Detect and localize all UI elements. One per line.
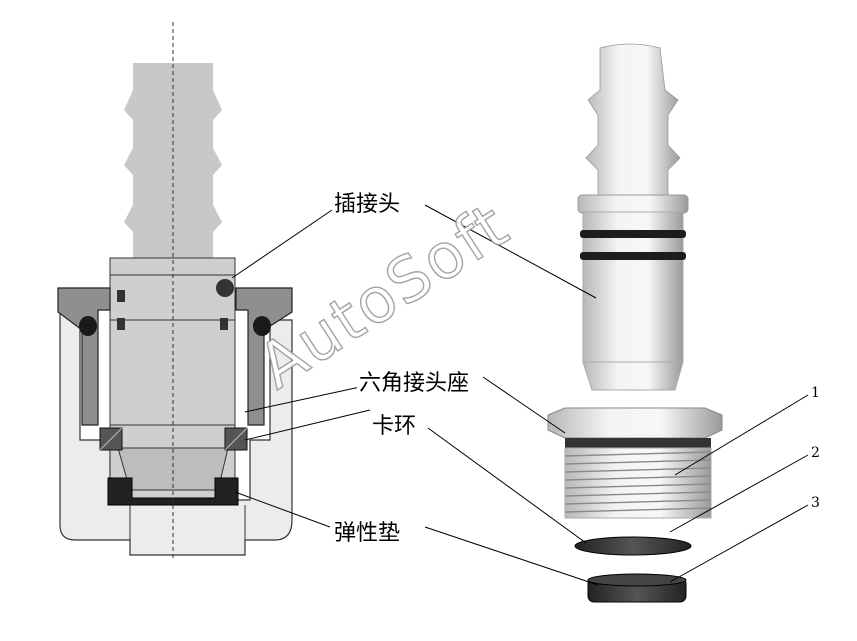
label-hex-seat: 六角接头座 bbox=[357, 365, 472, 397]
snap-ring-left bbox=[99, 427, 123, 451]
exploded-view bbox=[547, 43, 723, 603]
label-gasket: 弹性垫 bbox=[332, 515, 403, 547]
part-number-3: 3 bbox=[811, 495, 820, 511]
leader-lines bbox=[231, 204, 809, 586]
part-number-2: 2 bbox=[811, 445, 820, 461]
hex-seat-photo bbox=[547, 407, 723, 519]
retaining-ball bbox=[216, 279, 234, 297]
part-number-1: 1 bbox=[811, 385, 820, 401]
cross-section-view bbox=[57, 22, 293, 560]
snap-ring-photo bbox=[574, 536, 692, 556]
snap-ring-right bbox=[224, 427, 248, 451]
label-plug: 插接头 bbox=[332, 186, 403, 218]
label-snap-ring: 卡环 bbox=[370, 408, 419, 440]
o-ring-left bbox=[79, 316, 97, 336]
hex-seat-right bbox=[235, 287, 293, 426]
gasket-section bbox=[107, 477, 239, 506]
hex-seat-left bbox=[57, 287, 111, 426]
o-ring-right bbox=[253, 316, 271, 336]
plug-barb bbox=[124, 63, 222, 258]
plug-photo-barb bbox=[585, 43, 681, 196]
gasket-photo bbox=[587, 573, 687, 603]
